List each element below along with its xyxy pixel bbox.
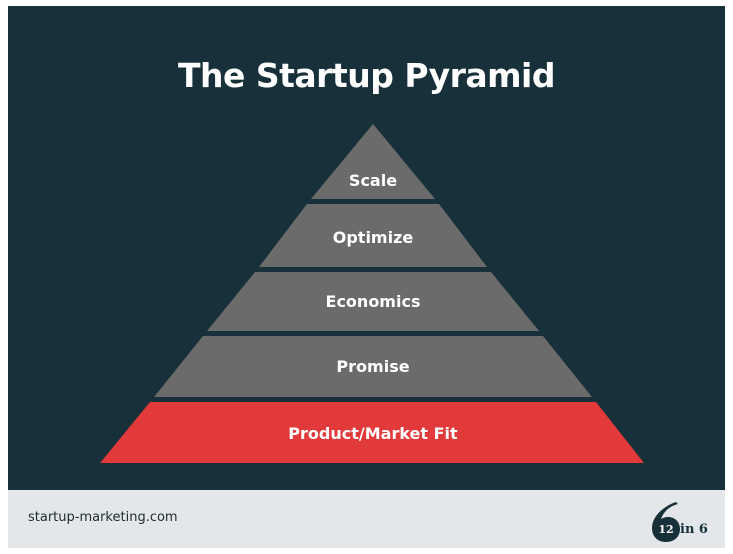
slide-title: The Startup Pyramid	[177, 56, 556, 95]
pyramid-level-label: Product/Market Fit	[288, 424, 458, 443]
pyramid-level-shape	[100, 402, 644, 463]
pyramid-level-economics: Economics	[207, 272, 539, 331]
footer-bar: startup-marketing.com	[8, 490, 725, 548]
svg-text:in 6: in 6	[680, 522, 708, 537]
pyramid-level-label: Scale	[349, 171, 397, 190]
pyramid-level-shape	[207, 272, 539, 331]
footer-url: startup-marketing.com	[28, 510, 178, 525]
pyramid-level-label: Economics	[326, 292, 421, 311]
svg-text:12: 12	[658, 523, 673, 536]
pyramid-level-label: Promise	[336, 357, 409, 376]
pyramid-level-label: Optimize	[333, 228, 414, 247]
twelve-in-six-logo: 6 12 in 6 12 in 6	[648, 500, 718, 544]
pyramid-level-shape	[154, 336, 592, 397]
pyramid-level-product-market-fit: Product/Market Fit	[100, 402, 644, 463]
pyramid-level-scale: Scale	[311, 124, 435, 199]
pyramid-level-shape	[259, 204, 487, 267]
pyramid-level-optimize: Optimize	[259, 204, 487, 267]
pyramid-level-promise: Promise	[154, 336, 592, 397]
pyramid-level-shape	[311, 124, 435, 199]
logo-mark: 12 in 6	[652, 502, 708, 542]
